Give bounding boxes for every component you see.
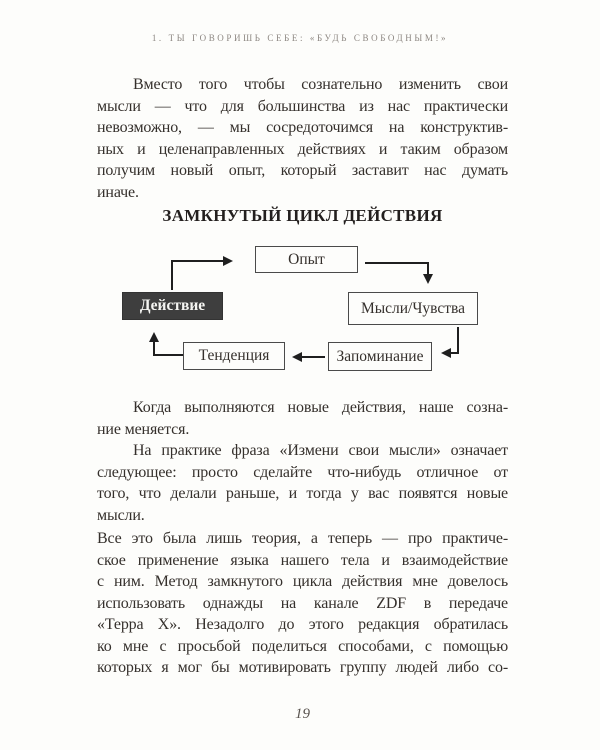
arrow-thoughts-to-memorization — [441, 327, 459, 358]
text-line: получим новый опыт, который заставит нас… — [97, 162, 508, 179]
arrow-experience-to-thoughts — [365, 262, 433, 284]
text-line: Вместо того чтобы сознательно изменить с… — [133, 76, 508, 93]
diagram-node-experience: Опыт — [255, 246, 358, 273]
text-line: На практике фраза «Измени свои мысли» оз… — [133, 442, 508, 459]
text-line: «Терра Х». Незадолго до этого редакция о… — [97, 616, 508, 633]
text-line: мысли. — [97, 506, 145, 524]
text-line: ние меняется. — [97, 420, 190, 438]
diagram-arrows — [149, 256, 459, 362]
diagram-node-label: Действие — [139, 297, 206, 314]
text-line: Все это была лишь теория, а теперь — про… — [97, 530, 508, 547]
diagram-node-action: Действие — [122, 292, 223, 320]
diagram-node-label: Запоминание — [336, 347, 424, 365]
paragraph: Вместо того чтобы сознательно изменить с… — [97, 74, 508, 203]
arrow-tendency-to-action — [149, 332, 183, 356]
text-line: следующее: просто сделайте что-нибудь от… — [97, 463, 508, 481]
text-line: иначе. — [97, 183, 139, 201]
diagram-node-memorization: Запоминание — [328, 342, 432, 371]
text-line: ко мне с просьбой поделиться способами, … — [97, 637, 508, 655]
paragraph: На практике фраза «Измени свои мысли» оз… — [97, 440, 508, 526]
running-header: 1. ТЫ ГОВОРИШЬ СЕБЕ: «БУДЬ СВОБОДНЫМ!» — [151, 33, 449, 43]
arrow-action-to-experience — [171, 256, 233, 290]
page-number: 19 — [295, 706, 310, 722]
closed-loop-diagram: Опыт Действие Мысли/Чувства Тенденция За… — [0, 240, 600, 385]
diagram-node-label: Опыт — [288, 250, 325, 268]
text-line: Когда выполняются новые действия, наше с… — [133, 399, 508, 416]
diagram-node-thoughts-feelings: Мысли/Чувства — [348, 292, 478, 325]
paragraph: Все это была лишь теория, а теперь — про… — [97, 528, 508, 679]
diagram-title: ЗАМКНУТЫЙ ЦИКЛ ДЕЙСТВИЯ — [162, 206, 443, 225]
diagram-node-label: Мысли/Чувства — [360, 299, 466, 317]
text-line: ское применение языка нашего тела и взаи… — [97, 551, 508, 569]
text-line: мысли — что для большинства из нас практ… — [97, 97, 508, 115]
diagram-node-tendency: Тенденция — [183, 342, 285, 370]
diagram-node-label: Тенденция — [198, 347, 270, 364]
text-line: которых я мог бы мотивировать группу люд… — [97, 659, 508, 676]
text-line: с ним. Метод замкнутого цикла действия м… — [97, 573, 508, 590]
text-line: того, что делали раньше, и тогда у вас п… — [97, 485, 508, 502]
text-line: невозможно, — мы сосредоточимся на конст… — [97, 119, 508, 136]
paragraph: Когда выполняются новые действия, наше с… — [97, 397, 508, 440]
text-line: ных и целенаправленных действиях и таким… — [97, 140, 508, 158]
text-line: использовать однажды на канале ZDF в пер… — [97, 594, 508, 612]
